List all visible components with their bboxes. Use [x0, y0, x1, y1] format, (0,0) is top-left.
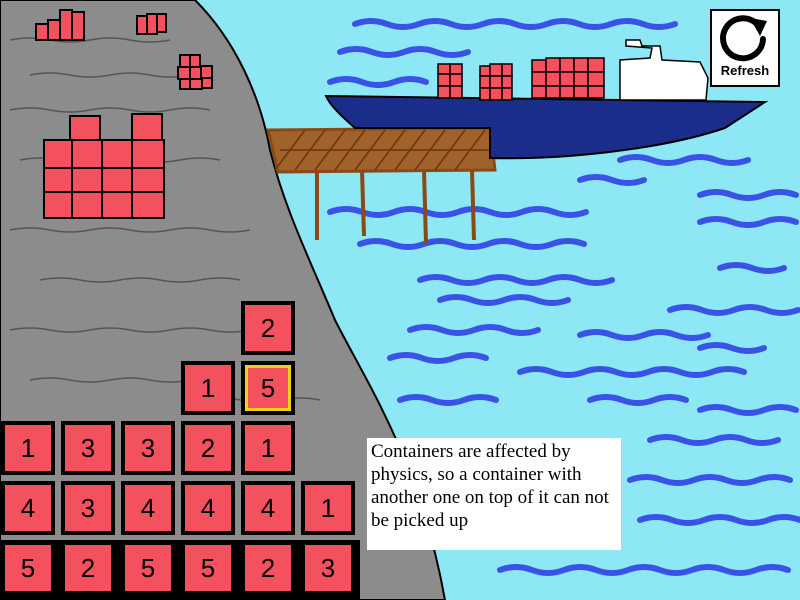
- container-crate[interactable]: 5: [181, 541, 235, 595]
- container-crate[interactable]: 5: [121, 541, 175, 595]
- refresh-icon: [720, 15, 767, 62]
- refresh-button[interactable]: Refresh: [710, 9, 780, 87]
- container-crate[interactable]: 4: [241, 481, 295, 535]
- container-crate[interactable]: 5: [1, 541, 55, 595]
- container-crate[interactable]: 3: [121, 421, 175, 475]
- container-crate[interactable]: 2: [241, 301, 295, 355]
- land-container-cluster-1: [35, 9, 85, 41]
- land-container-cluster-3: [177, 54, 213, 90]
- container-crate[interactable]: 1: [1, 421, 55, 475]
- container-crate[interactable]: 2: [181, 421, 235, 475]
- cargo-ship: [324, 39, 769, 160]
- sea-waves: [327, 18, 800, 576]
- container-crate[interactable]: 3: [301, 541, 355, 595]
- container-crate[interactable]: 4: [181, 481, 235, 535]
- crate-stack-area: [0, 540, 360, 600]
- container-crate[interactable]: 4: [121, 481, 175, 535]
- refresh-label: Refresh: [720, 63, 770, 78]
- container-crate[interactable]: 2: [61, 541, 115, 595]
- hint-text-box: Containers are affected by physics, so a…: [367, 438, 621, 550]
- land-container-cluster-2: [136, 13, 167, 35]
- container-crate[interactable]: 1: [241, 421, 295, 475]
- container-crate[interactable]: 1: [301, 481, 355, 535]
- container-crate[interactable]: 5: [241, 361, 295, 415]
- container-crate[interactable]: 3: [61, 421, 115, 475]
- container-crate[interactable]: 2: [241, 541, 295, 595]
- land-container-cluster-4: [43, 113, 165, 219]
- container-crate[interactable]: 4: [1, 481, 55, 535]
- container-crate[interactable]: 3: [61, 481, 115, 535]
- container-crate[interactable]: 1: [181, 361, 235, 415]
